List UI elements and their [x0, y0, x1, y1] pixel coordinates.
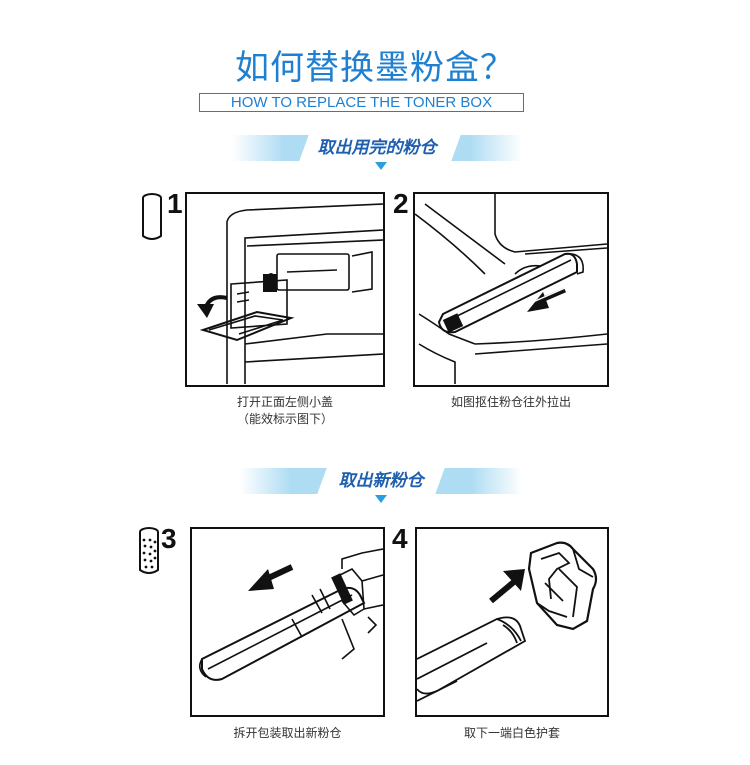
step-1-illustration — [185, 192, 385, 387]
dotted-cylinder-icon — [139, 527, 159, 574]
step-number-1: 1 — [167, 188, 183, 219]
step-number-4: 4 — [392, 523, 408, 554]
empty-cylinder-icon — [142, 193, 162, 240]
step-2-illustration — [413, 192, 609, 387]
step-number-2: 2 — [393, 188, 409, 219]
step-4-illustration — [415, 527, 609, 717]
page-title: 如何替换墨粉盒？ — [235, 48, 515, 88]
page-subtitle: HOW TO REPLACE THE TONER BOX — [199, 93, 524, 112]
section-label: 取出新粉仓 — [338, 471, 424, 491]
banner-arrow-icon — [375, 162, 387, 170]
section-banner-take-new: 取出新粉仓 — [240, 468, 522, 494]
section-label: 取出用完的粉仓 — [317, 138, 437, 158]
step-4-caption-line1: 取下一端白色护套 — [463, 726, 560, 740]
section-banner-remove-used: 取出用完的粉仓 — [232, 135, 522, 161]
banner-arrow-icon — [375, 495, 387, 503]
step-3-caption: 拆开包装取出新粉仓 — [190, 725, 385, 742]
step-1-caption-line1: 打开正面左侧小盖 — [236, 395, 333, 409]
step-2-caption: 如图抠住粉仓往外拉出 — [413, 394, 609, 411]
step-1-caption: 打开正面左侧小盖 （能效标示图下） — [185, 394, 385, 428]
step-number-3: 3 — [161, 523, 177, 554]
step-3-illustration — [190, 527, 385, 717]
step-1-caption-line2: （能效标示图下） — [236, 412, 333, 426]
step-2-caption-line1: 如图抠住粉仓往外拉出 — [450, 395, 571, 409]
step-4-caption: 取下一端白色护套 — [415, 725, 609, 742]
step-3-caption-line1: 拆开包装取出新粉仓 — [233, 726, 342, 740]
